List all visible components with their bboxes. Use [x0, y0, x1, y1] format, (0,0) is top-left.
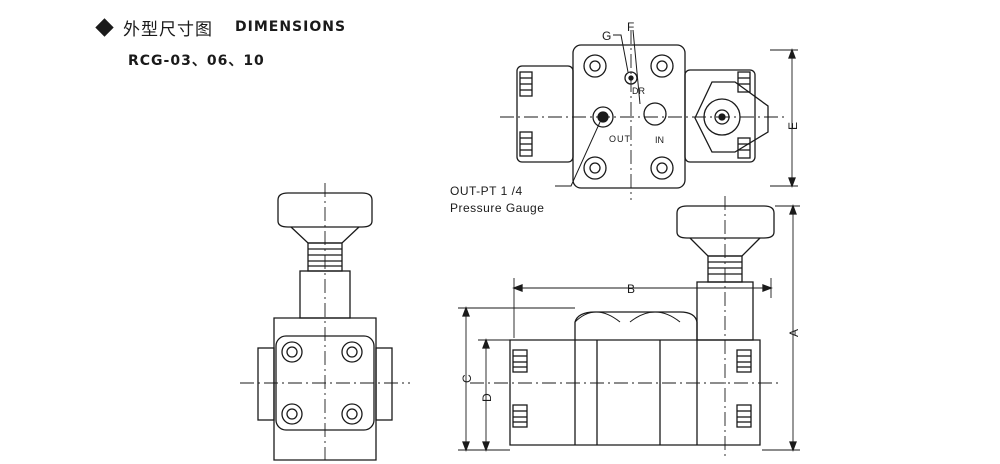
label-e: E — [786, 122, 800, 130]
title-chinese: 外型尺寸图 — [123, 19, 213, 40]
label-in: IN — [655, 135, 664, 145]
label-dr: DR — [632, 86, 645, 96]
label-c: C — [460, 374, 474, 383]
side-view — [458, 196, 800, 460]
label-b: B — [627, 282, 635, 296]
label-out: OUT — [609, 134, 631, 144]
label-g: G — [602, 29, 611, 43]
top-view — [500, 29, 798, 200]
title-english: DIMENSIONS — [235, 19, 347, 35]
label-d: D — [480, 393, 494, 402]
model-numbers: RCG-03、06、10 — [128, 53, 265, 69]
header: 外型尺寸图 DIMENSIONS — [95, 14, 347, 40]
label-gauge-port: OUT-PT 1 /4 — [450, 184, 523, 198]
label-a: A — [787, 329, 801, 337]
front-view — [240, 183, 410, 461]
label-f: F — [627, 20, 634, 34]
label-pressure-gauge: Pressure Gauge — [450, 201, 544, 215]
